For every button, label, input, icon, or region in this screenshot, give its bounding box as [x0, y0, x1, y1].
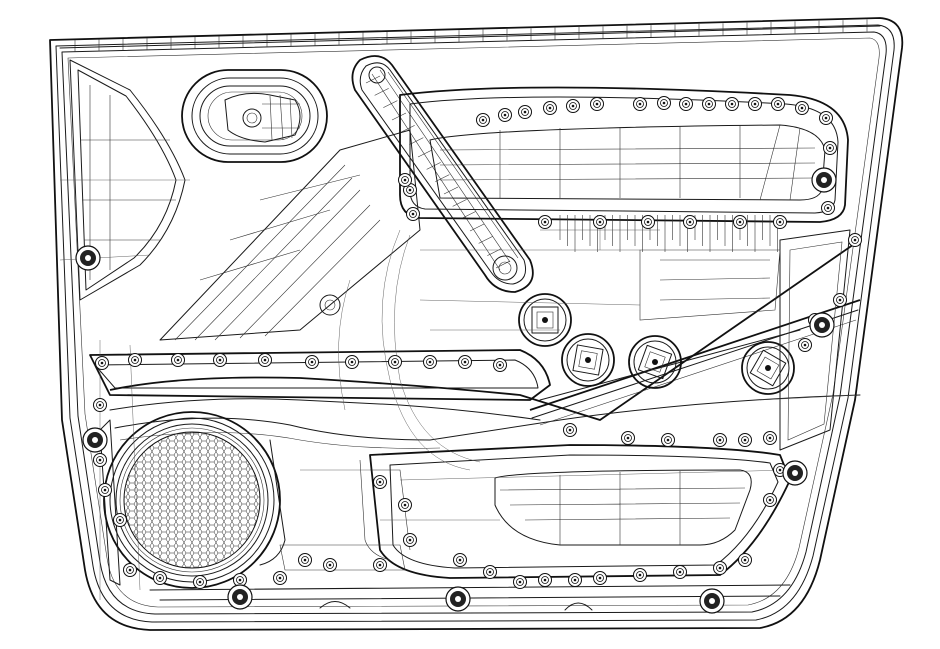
screw-boss	[388, 355, 402, 369]
right-lower-section	[639, 229, 851, 451]
screw-boss	[773, 215, 787, 229]
screw-boss	[453, 553, 467, 567]
screw-boss	[493, 358, 507, 372]
screw-boss	[113, 513, 127, 527]
window-switch-pod	[518, 293, 572, 347]
screw-boss	[398, 173, 412, 187]
screw-boss	[273, 571, 287, 585]
screw-boss	[193, 575, 207, 589]
screw-boss	[819, 111, 833, 125]
screw-boss	[406, 207, 420, 221]
inner-panel-diagonal	[159, 129, 421, 341]
retaining-clip	[82, 427, 108, 453]
screw-boss	[563, 423, 577, 437]
screw-boss	[673, 565, 687, 579]
screw-boss	[738, 433, 752, 447]
screw-boss	[568, 573, 582, 587]
armrest-band	[89, 239, 861, 449]
screw-boss	[543, 101, 557, 115]
screw-boss	[458, 355, 472, 369]
screw-boss	[683, 215, 697, 229]
screw-boss	[821, 201, 835, 215]
structure-lines	[59, 179, 861, 600]
screw-boss	[702, 97, 716, 111]
screw-boss	[590, 97, 604, 111]
screw-boss	[621, 431, 635, 445]
screw-boss	[323, 558, 337, 572]
screw-boss	[763, 493, 777, 507]
screw-boss	[373, 558, 387, 572]
screw-boss	[593, 215, 607, 229]
top-edge-ribs	[59, 19, 881, 52]
screw-boss	[679, 97, 693, 111]
screw-boss	[498, 108, 512, 122]
screw-boss	[848, 233, 862, 247]
screw-boss	[476, 113, 490, 127]
screw-boss	[518, 105, 532, 119]
grab-handle	[351, 55, 534, 293]
window-switch-pod	[741, 341, 795, 395]
panel-outline	[49, 17, 904, 631]
window-switch-pod	[561, 333, 615, 387]
screw-boss	[566, 99, 580, 113]
screw-boss	[738, 553, 752, 567]
armrest-pocket	[359, 444, 791, 579]
retaining-clip	[227, 584, 253, 610]
screw-boss	[593, 571, 607, 585]
window-switch-pod	[628, 335, 682, 389]
screw-boss	[733, 215, 747, 229]
screw-boss	[748, 97, 762, 111]
screw-boss	[398, 498, 412, 512]
screw-boss	[725, 97, 739, 111]
retaining-clips	[75, 167, 837, 614]
retaining-clip	[445, 586, 471, 612]
door-handle-recess	[181, 69, 328, 163]
screw-boss	[641, 215, 655, 229]
screw-boss	[171, 353, 185, 367]
screw-boss	[128, 353, 142, 367]
screw-boss	[345, 355, 359, 369]
fasteners	[93, 96, 862, 589]
screw-boss	[633, 97, 647, 111]
screw-boss	[95, 356, 109, 370]
screw-boss	[93, 453, 107, 467]
screw-boss	[713, 561, 727, 575]
screw-boss	[298, 553, 312, 567]
screw-boss	[213, 353, 227, 367]
screw-boss	[153, 571, 167, 585]
retaining-clip	[782, 460, 808, 486]
screw-boss	[713, 433, 727, 447]
screw-boss	[513, 575, 527, 589]
speaker	[99, 411, 286, 589]
screw-boss	[123, 563, 137, 577]
screw-boss	[798, 338, 812, 352]
screw-boss	[258, 353, 272, 367]
screw-boss	[657, 96, 671, 110]
retaining-clip	[809, 312, 835, 338]
screw-boss	[423, 355, 437, 369]
screw-boss	[795, 101, 809, 115]
window-switch-pods	[518, 293, 795, 395]
screw-boss	[538, 215, 552, 229]
screw-boss	[93, 398, 107, 412]
screw-boss	[633, 568, 647, 582]
screw-boss	[538, 573, 552, 587]
retaining-clip	[811, 167, 837, 193]
speaker-grille	[123, 431, 261, 569]
screw-boss	[771, 97, 785, 111]
screw-boss	[305, 355, 319, 369]
retaining-clip	[699, 588, 725, 614]
screw-boss	[661, 433, 675, 447]
screw-boss	[833, 293, 847, 307]
switch-rail	[529, 299, 861, 426]
screw-boss	[763, 431, 777, 445]
screw-boss	[823, 141, 837, 155]
screw-boss	[483, 565, 497, 579]
screw-boss	[98, 483, 112, 497]
screw-boss	[373, 475, 387, 489]
screw-boss	[403, 533, 417, 547]
retaining-clip	[75, 245, 101, 271]
